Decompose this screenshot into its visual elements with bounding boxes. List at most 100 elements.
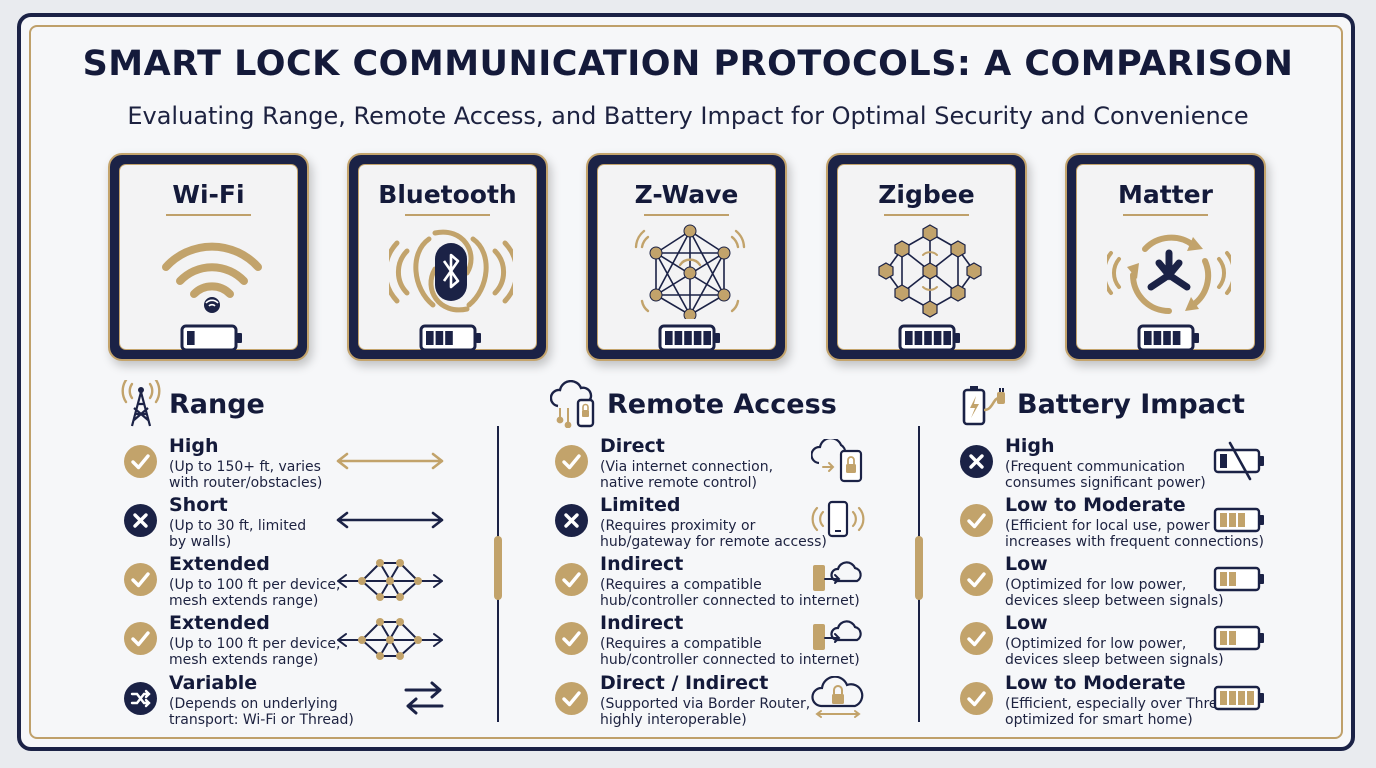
battery-bar [426,331,434,345]
matter-logo-icon [1107,234,1231,314]
battery-bars [187,331,195,345]
range-row-zigbee: Extended (Up to 100 ft per device,mesh e… [124,612,454,672]
check-icon [124,622,157,655]
cross-icon [960,445,993,478]
remote-row-matter: Direct / Indirect (Supported via Border … [555,672,865,732]
row-description: (Optimized for low power,devices sleep b… [1005,577,1224,609]
battery-section-title: Battery Impact [1017,389,1245,420]
protocol-card-bluetooth: Bluetooth [347,153,548,361]
mesh-arrow-icon [337,618,443,660]
battery-row-bluetooth: Low to Moderate (Efficient for local use… [960,494,1270,554]
row-label: Low to Moderate [1005,672,1186,694]
check-icon [555,622,588,655]
hub-cloud-icon [813,561,862,591]
protocol-name: Bluetooth [378,180,517,209]
battery-bar [684,331,692,345]
mesh-network-icon [634,224,746,319]
battery-bar [703,331,711,345]
protocol-card-zwave: Z-Wave [586,153,787,361]
battery-bar [1172,331,1181,345]
row-description: (Via internet connection,native remote c… [600,459,774,491]
wifi-icon [162,242,262,313]
row-description: (Supported via Border Router,highly inte… [600,696,811,728]
antenna-tower-icon [121,380,161,427]
row-label: High [1005,435,1055,457]
battery-icon [1137,324,1199,352]
title-underline [405,214,490,216]
battery-low-icon [1213,625,1264,651]
shuffle-icon [124,682,157,715]
battery-bar [187,331,195,345]
battery-bar [933,331,942,345]
row-description: (Efficient, especially over Thread,optim… [1005,696,1240,728]
battery-full-icon [1213,685,1264,711]
row-label: Low [1005,553,1048,575]
row-label: Indirect [600,612,684,634]
remote-section-title: Remote Access [607,389,837,420]
row-label: Short [169,494,228,516]
row-label: Variable [169,672,258,694]
cloud-lock-phone-icon [811,439,863,483]
check-icon [960,563,993,596]
row-label: Limited [600,494,681,516]
battery-bars [665,331,711,345]
hub-cloud-icon [813,620,862,650]
page-subtitle: Evaluating Range, Remote Access, and Bat… [127,102,1249,130]
row-label: Indirect [600,553,684,575]
check-icon [124,563,157,596]
battery-icon [180,324,242,352]
protocol-name: Wi-Fi [172,180,245,209]
protocol-card-wifi: Wi-Fi [108,153,309,361]
battery-bar [435,331,444,345]
check-icon [124,445,157,478]
range-section-title: Range [169,389,265,420]
title-underline [166,214,251,216]
title-underline [1123,214,1208,216]
mesh-arrow-icon [337,559,443,601]
check-icon [555,563,588,596]
page-title: SMART LOCK COMMUNICATION PROTOCOLS: A CO… [82,44,1294,84]
inner-border [29,25,1343,739]
title-underline [644,214,729,216]
battery-bar [924,331,932,345]
range-row-zwave: Extended (Up to 100 ft per device,mesh e… [124,553,454,613]
battery-bars [426,331,453,345]
row-label: Extended [169,612,270,634]
double-arrow-icon [336,511,444,529]
row-description: (Up to 100 ft per device,mesh extends ra… [169,636,341,668]
divider-accent [915,536,923,600]
check-icon [555,682,588,715]
check-icon [960,504,993,537]
check-icon [960,682,993,715]
divider-accent [494,536,502,600]
battery-plug-icon [962,386,1005,426]
phone-signal-icon [811,500,865,538]
battery-row-zigbee: Low (Optimized for low power,devices sle… [960,612,1270,672]
protocol-name: Z-Wave [634,180,739,209]
battery-bar [665,331,673,345]
protocol-card-zigbee: Zigbee [826,153,1027,361]
check-icon [555,445,588,478]
battery-bar [445,331,453,345]
battery-half-icon [1213,507,1264,533]
remote-row-wifi: Direct (Via internet connection,native r… [555,435,865,495]
row-label: Extended [169,553,270,575]
battery-bar [693,331,702,345]
row-label: Direct / Indirect [600,672,769,694]
swap-arrows-icon [404,681,444,715]
protocol-card-matter: Matter [1065,153,1266,361]
cross-icon [555,504,588,537]
cross-icon [124,504,157,537]
battery-row-zwave: Low (Optimized for low power,devices sle… [960,553,1270,613]
